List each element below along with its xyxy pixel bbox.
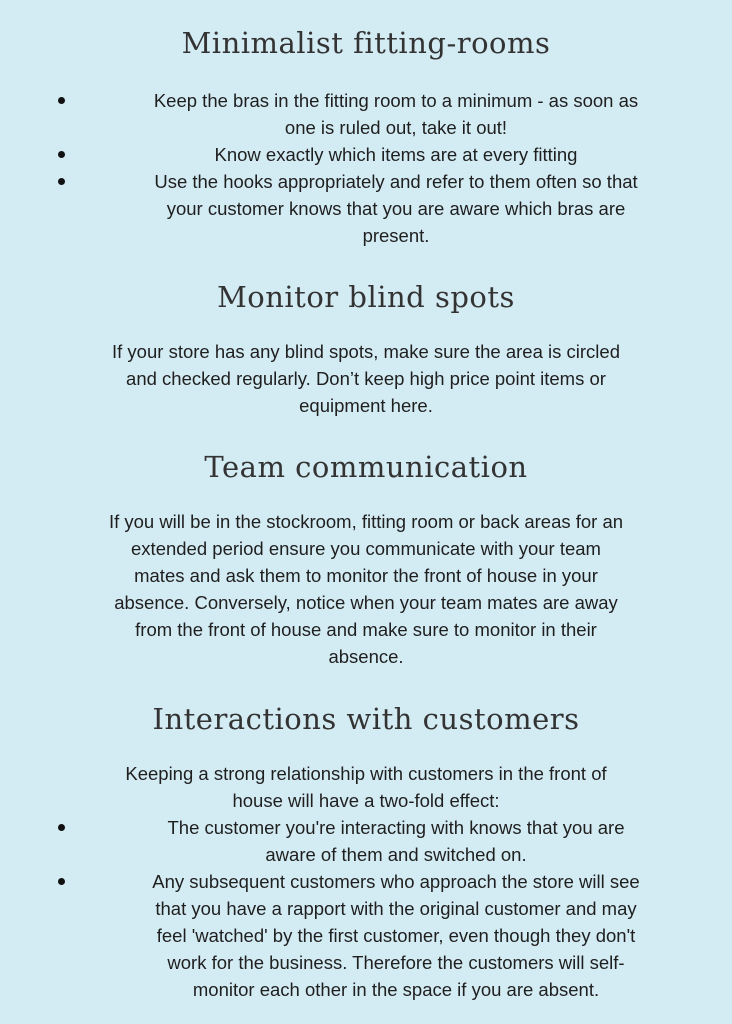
line: house will have a two-fold effect: (232, 790, 500, 811)
line: If you will be in the stockroom, fitting… (108, 511, 624, 532)
line: one is ruled out, take it out! (284, 117, 508, 138)
bullet-icon (58, 151, 65, 158)
heading-interactions-with-customers: Interactions with customers (152, 702, 580, 736)
line: Keeping a strong relationship with custo… (125, 763, 607, 784)
fitting-rooms-list: Keep the bras in the fitting room to a m… (0, 87, 732, 249)
interactions-list: The customer you're interacting with kno… (0, 814, 732, 1003)
heading-monitor-blind-spots: Monitor blind spots (217, 280, 515, 314)
list-item: Any subsequent customers who approach th… (0, 868, 732, 1003)
line: Keep the bras in the fitting room to a m… (153, 90, 639, 111)
line: and checked regularly. Don’t keep high p… (126, 368, 606, 389)
line: work for the business. Therefore the cus… (167, 952, 625, 973)
heading-minimalist-fitting-rooms: Minimalist fitting-rooms (181, 26, 551, 60)
line: absence. Conversely, notice when your te… (114, 592, 618, 613)
line: that you have a rapport with the origina… (155, 898, 637, 919)
line: from the front of house and make sure to… (135, 619, 597, 640)
list-item: The customer you're interacting with kno… (0, 814, 732, 868)
line: present. (362, 225, 430, 246)
line: The customer you're interacting with kno… (167, 817, 625, 838)
line: absence. (328, 646, 404, 667)
heading-team-communication: Team communication (204, 450, 528, 484)
line: Use the hooks appropriately and refer to… (154, 171, 638, 192)
team-communication-paragraph: If you will be in the stockroom, fitting… (0, 508, 732, 670)
list-item: Use the hooks appropriately and refer to… (0, 168, 732, 249)
list-item: Know exactly which items are at every fi… (0, 141, 732, 168)
line: Know exactly which items are at every fi… (214, 144, 578, 165)
blind-spots-paragraph: If your store has any blind spots, make … (0, 338, 732, 419)
bullet-icon (58, 824, 65, 831)
line: Any subsequent customers who approach th… (152, 871, 640, 892)
line: If your store has any blind spots, make … (112, 341, 620, 362)
bullet-icon (58, 878, 65, 885)
line: monitor each other in the space if you a… (192, 979, 600, 1000)
list-item: Keep the bras in the fitting room to a m… (0, 87, 732, 141)
line: mates and ask them to monitor the front … (134, 565, 598, 586)
interactions-paragraph: Keeping a strong relationship with custo… (0, 760, 732, 814)
line: aware of them and switched on. (265, 844, 527, 865)
bullet-icon (58, 178, 65, 185)
line: extended period ensure you communicate w… (131, 538, 601, 559)
line: equipment here. (299, 395, 433, 416)
line: your customer knows that you are aware w… (166, 198, 626, 219)
line: feel 'watched' by the first customer, ev… (156, 925, 636, 946)
bullet-icon (58, 97, 65, 104)
